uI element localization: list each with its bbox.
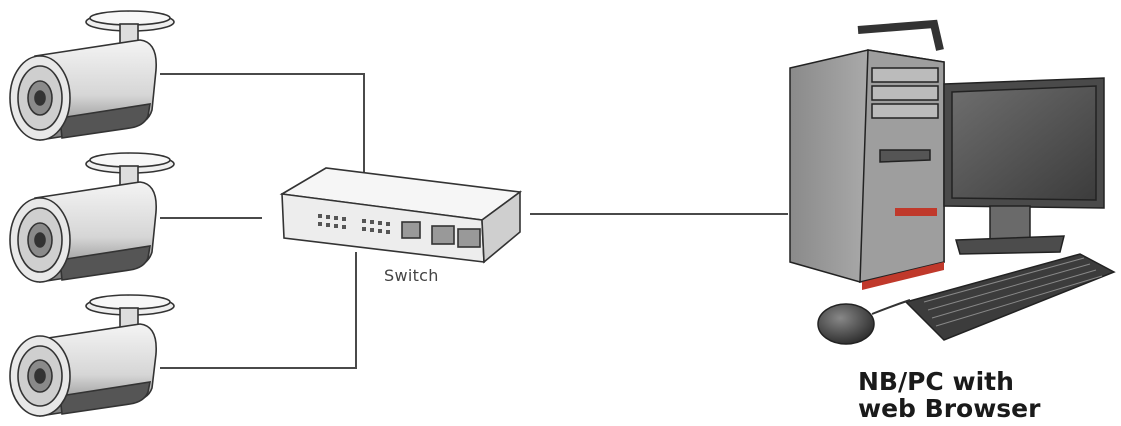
network-switch-icon: [279, 167, 523, 264]
pc-label-line-2: web Browser: [858, 394, 1041, 423]
keyboard-icon: [904, 253, 1116, 341]
camera-1-icon: [9, 10, 175, 141]
camera-3-icon: [9, 294, 175, 417]
cable-lines: [160, 73, 788, 369]
pc-label-line-1: NB/PC with: [858, 367, 1014, 396]
cable-camera-1: [160, 73, 365, 172]
mouse-icon: [817, 299, 911, 345]
desktop-pc-icon: [789, 19, 945, 290]
switch-label: Switch: [384, 266, 439, 285]
lenovo-logo: [895, 208, 937, 216]
monitor-icon: [943, 77, 1105, 255]
cable-camera-3: [160, 252, 357, 369]
camera-2-icon: [9, 152, 175, 283]
pc-label: NB/PC with web Browser: [858, 368, 1040, 422]
